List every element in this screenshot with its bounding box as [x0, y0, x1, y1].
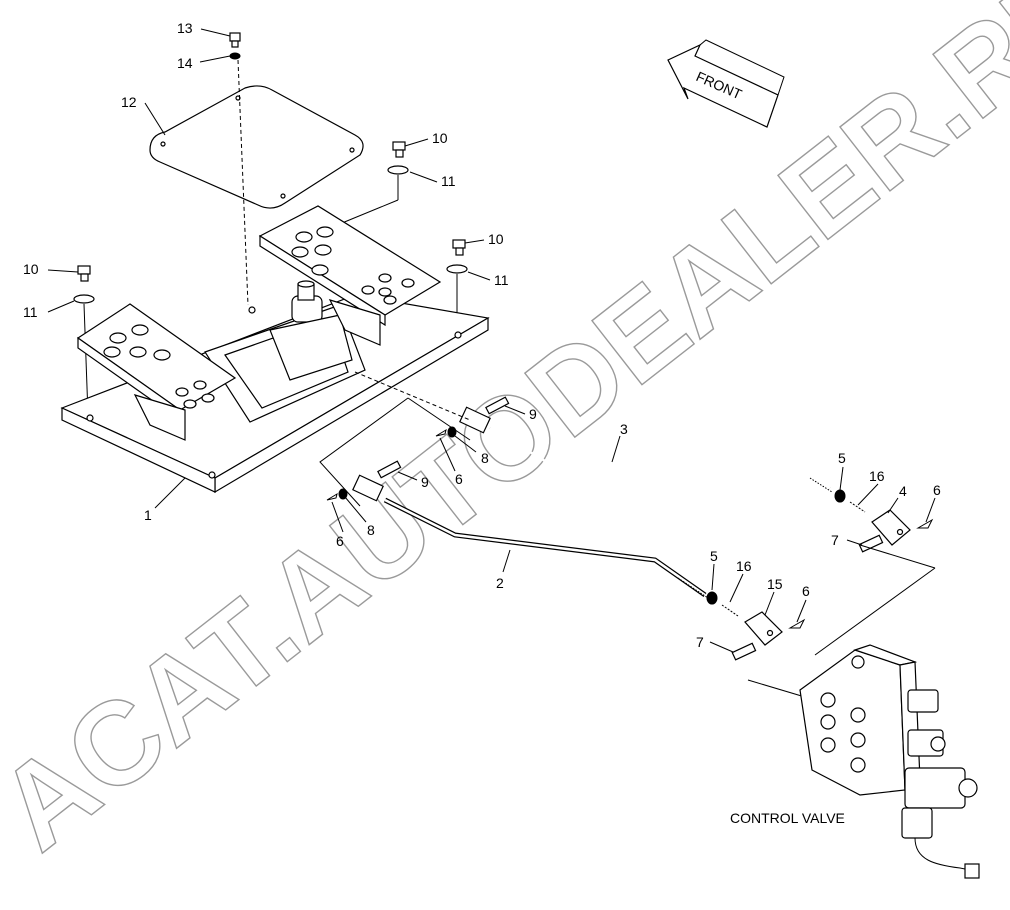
callout-1: 1	[144, 507, 152, 523]
callout-9: 9	[529, 406, 537, 422]
cotter-pin-6-right-lower	[788, 618, 806, 629]
callout-6: 6	[455, 471, 463, 487]
pedal-right	[258, 205, 442, 346]
pin-7-lower	[731, 642, 757, 661]
callout-7: 7	[696, 634, 704, 650]
cotter-pin-6-lower	[326, 492, 338, 501]
rod-3	[354, 371, 833, 493]
washer-11-mid	[446, 264, 468, 274]
bolt-10-right	[392, 141, 406, 158]
pivot-bracket	[269, 280, 353, 381]
callout-8: 8	[481, 450, 489, 466]
bolt-10-left	[77, 265, 91, 282]
callout-15: 15	[767, 576, 783, 592]
callout-16: 16	[736, 558, 752, 574]
callout-2: 2	[496, 575, 504, 591]
pin-9-lower	[377, 460, 402, 479]
callout-16: 16	[869, 468, 885, 484]
bolt-10-mid	[452, 239, 466, 256]
nut-5-upper	[834, 489, 846, 503]
rod-2	[352, 474, 709, 599]
cotter-pin-6-upper	[435, 428, 447, 437]
spring-16-lower	[721, 604, 739, 617]
pedal-left	[76, 303, 237, 441]
leader-lines	[47, 28, 936, 653]
front-arrow: FRONT	[667, 39, 785, 128]
callout-5: 5	[710, 548, 718, 564]
nut-5-lower	[706, 591, 718, 605]
callout-7: 7	[831, 532, 839, 548]
bolt-13	[229, 32, 241, 48]
pin-7-upper	[858, 534, 884, 553]
callout-8: 8	[367, 522, 375, 538]
washer-11-left	[73, 294, 95, 304]
cover-plate-12	[149, 85, 364, 209]
clevis-4	[871, 509, 911, 546]
callout-4: 4	[899, 483, 907, 499]
callout-6: 6	[933, 482, 941, 498]
callout-13: 13	[177, 20, 193, 36]
callout-12: 12	[121, 94, 137, 110]
spring-16-upper	[849, 501, 866, 513]
clevis-15	[744, 611, 783, 646]
callout-10: 10	[23, 261, 39, 277]
control-valve	[799, 644, 980, 879]
callout-10: 10	[488, 231, 504, 247]
callout-6: 6	[336, 533, 344, 549]
washer-8-upper	[447, 426, 457, 438]
callout-9: 9	[421, 474, 429, 490]
callout-11: 11	[23, 304, 38, 320]
callout-10: 10	[432, 130, 448, 146]
washer-8-lower	[338, 488, 348, 500]
washer-11-right	[387, 165, 409, 175]
control-valve-caption: CONTROL VALVE	[730, 810, 845, 826]
callout-3: 3	[620, 421, 628, 437]
callout-5: 5	[838, 450, 846, 466]
callouts: 13 14 12 10 11 10 11 10 11 9 8 6 3 1 9 6…	[23, 20, 941, 650]
pin-9-upper	[485, 396, 510, 415]
callout-6: 6	[802, 583, 810, 599]
callout-14: 14	[177, 55, 193, 71]
callout-11: 11	[494, 272, 509, 288]
washer-14	[229, 52, 241, 60]
callout-11: 11	[441, 173, 456, 189]
cotter-pin-6-right-upper	[916, 518, 934, 529]
